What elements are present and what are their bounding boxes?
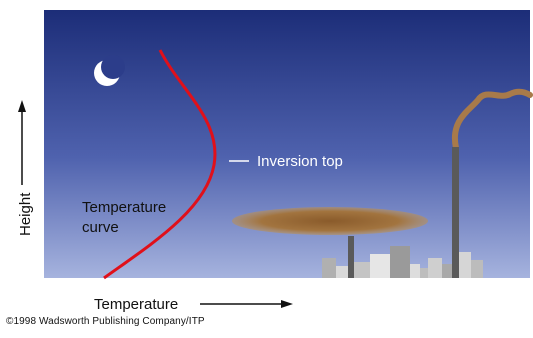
y-axis-label: Height xyxy=(17,192,34,236)
inversion-top-label: Inversion top xyxy=(257,153,343,170)
x-axis-arrow xyxy=(200,300,293,308)
x-axis-label: Temperature xyxy=(94,296,178,313)
factory-icon xyxy=(322,147,483,278)
smog-layer xyxy=(232,207,428,235)
temperature-curve xyxy=(103,49,217,280)
copyright-notice: ©1998 Wadsworth Publishing Company/ITP xyxy=(6,316,205,327)
y-axis-arrow xyxy=(18,100,26,185)
moon-icon xyxy=(94,55,125,86)
temperature-curve-label-line1: Temperature xyxy=(82,199,166,216)
smoke-plume xyxy=(451,88,533,151)
temperature-curve-label-line2: curve xyxy=(82,219,119,236)
